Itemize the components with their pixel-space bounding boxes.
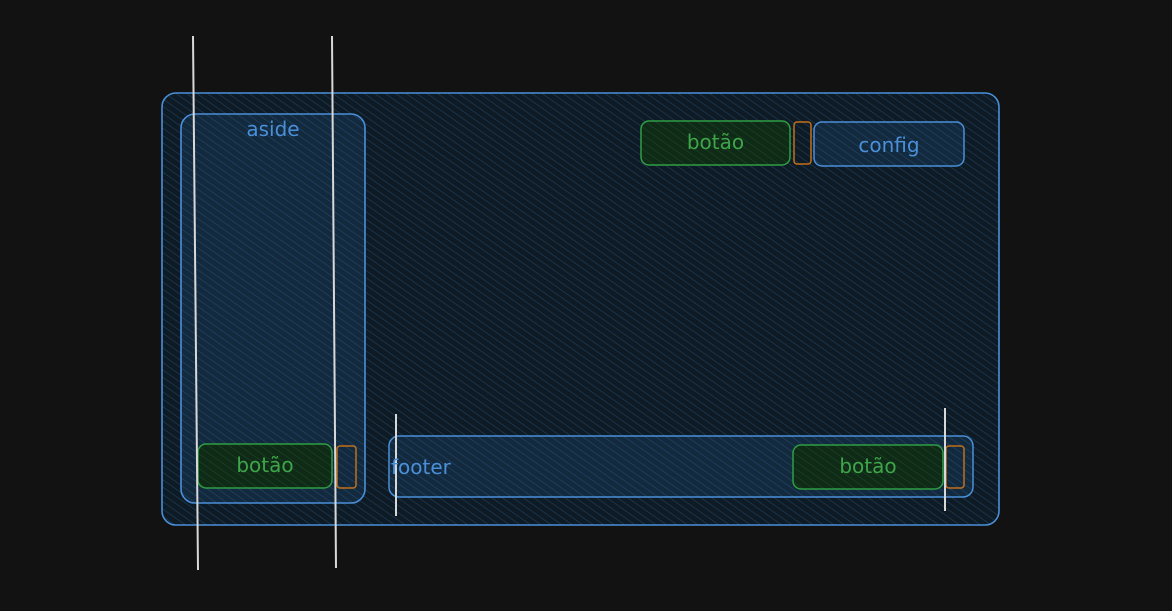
guide-line-left-2 [331,35,337,569]
config-button-shape[interactable] [813,121,965,167]
config-button-label[interactable]: config [858,133,920,157]
aside-button-shape[interactable] [197,443,333,489]
aside-button-label[interactable]: botão [236,453,294,477]
header-button-label[interactable]: botão [686,130,745,154]
footer-button-shape[interactable] [792,444,944,490]
aside-panel [180,113,366,504]
guide-line-left-1 [192,35,199,571]
footer-button-label[interactable]: botão [839,454,897,478]
outer-frame [161,92,1000,526]
header-button-shape[interactable] [640,120,791,166]
aside-label: aside [246,117,300,141]
aside-button-handle [336,445,357,489]
header-button-handle [793,121,812,165]
footer-label: footer [391,455,451,479]
